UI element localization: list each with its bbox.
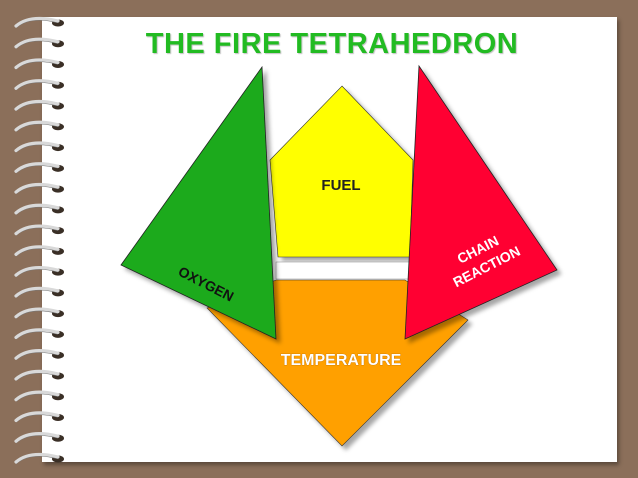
fuel-face [269, 85, 414, 258]
spiral-ring [14, 120, 64, 132]
spiral-ring [14, 286, 64, 298]
spiral-ring [14, 411, 64, 423]
fuel-label: FUEL [321, 177, 360, 194]
oxygen-face [120, 65, 277, 340]
spiral-ring [14, 16, 64, 28]
spiral-ring [14, 203, 64, 215]
spiral-ring [14, 390, 64, 402]
temperature-label: TEMPERATURE [281, 352, 402, 369]
spiral-ring [14, 58, 64, 70]
spiral-ring [14, 99, 64, 112]
spiral-ring [14, 162, 64, 174]
spiral-ring [14, 37, 64, 49]
spiral-ring [14, 141, 64, 153]
gap-band [275, 261, 412, 280]
chain-reaction-face [404, 64, 558, 340]
spiral-ring [14, 307, 64, 319]
spiral-ring [14, 432, 64, 444]
spiral-ring [14, 224, 64, 236]
page-title: THE FIRE TETRAHEDRON [145, 28, 519, 60]
spiral-ring [14, 79, 64, 91]
spiral-ring [14, 349, 64, 361]
spiral-ring [14, 182, 64, 195]
spiral-ring [14, 245, 64, 257]
spiral-ring [14, 328, 64, 340]
spiral-ring [14, 452, 64, 464]
spiral-ring [14, 369, 64, 381]
spiral-ring [14, 265, 64, 278]
